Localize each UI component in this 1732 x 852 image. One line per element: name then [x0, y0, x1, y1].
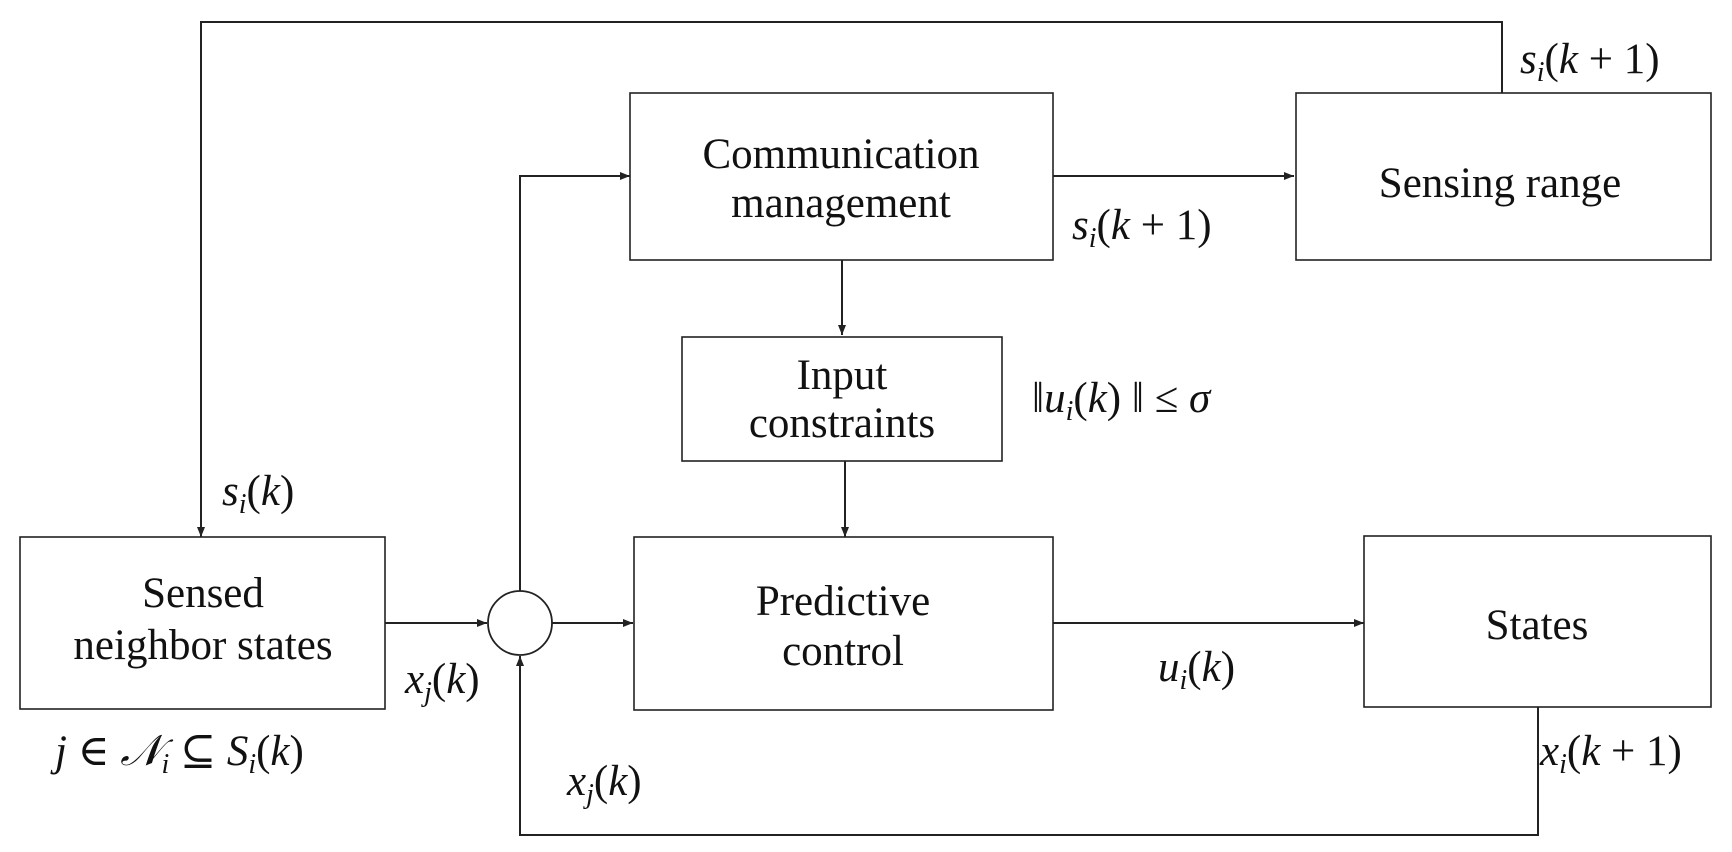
communication-management-block: Communication management — [629, 92, 1054, 261]
sensing-range-label: Sensing range — [1379, 160, 1621, 207]
input-constraint-expression: ‖ui(k) ‖ ≤ σ — [1032, 375, 1212, 427]
states-block: States — [1363, 535, 1712, 708]
communication-label-line1: Communication — [702, 131, 979, 178]
signal-x-j-left: xj(k) — [404, 656, 480, 708]
communication-label-line2: management — [731, 180, 951, 227]
predictive-control-line1: Predictive — [756, 578, 930, 625]
sensing-range-block: Sensing range — [1295, 92, 1712, 261]
input-constraints-block: Input constraints — [681, 336, 1003, 462]
signal-s-k: si(k) — [222, 468, 294, 520]
sensed-label-line2: neighbor states — [73, 622, 332, 669]
neighbor-set-expression: j ∈ 𝒩i ⊆ Si(k) — [50, 728, 304, 780]
feedback-top-line — [197, 21, 1503, 537]
signal-s-next-top: si(k + 1) — [1520, 36, 1660, 88]
feedback-bottom-line — [516, 656, 1539, 836]
input-constraints-line1: Input — [797, 352, 888, 399]
signal-x-j-bottom: xj(k) — [566, 758, 642, 810]
summing-junction — [487, 590, 553, 656]
states-label: States — [1486, 602, 1589, 649]
predictive-control-line2: control — [782, 628, 904, 675]
input-constraints-line2: constraints — [749, 400, 935, 447]
connections — [197, 21, 1539, 836]
signal-u-i: ui(k) — [1158, 644, 1235, 696]
sensed-neighbor-states-block: Sensed neighbor states — [19, 536, 386, 710]
signal-x-next: xi(k + 1) — [1539, 728, 1682, 780]
signal-s-next-mid: si(k + 1) — [1072, 202, 1212, 254]
junction-to-comm-arrow — [519, 172, 630, 592]
predictive-control-block: Predictive control — [633, 536, 1054, 711]
sensed-label-line1: Sensed — [142, 570, 264, 617]
